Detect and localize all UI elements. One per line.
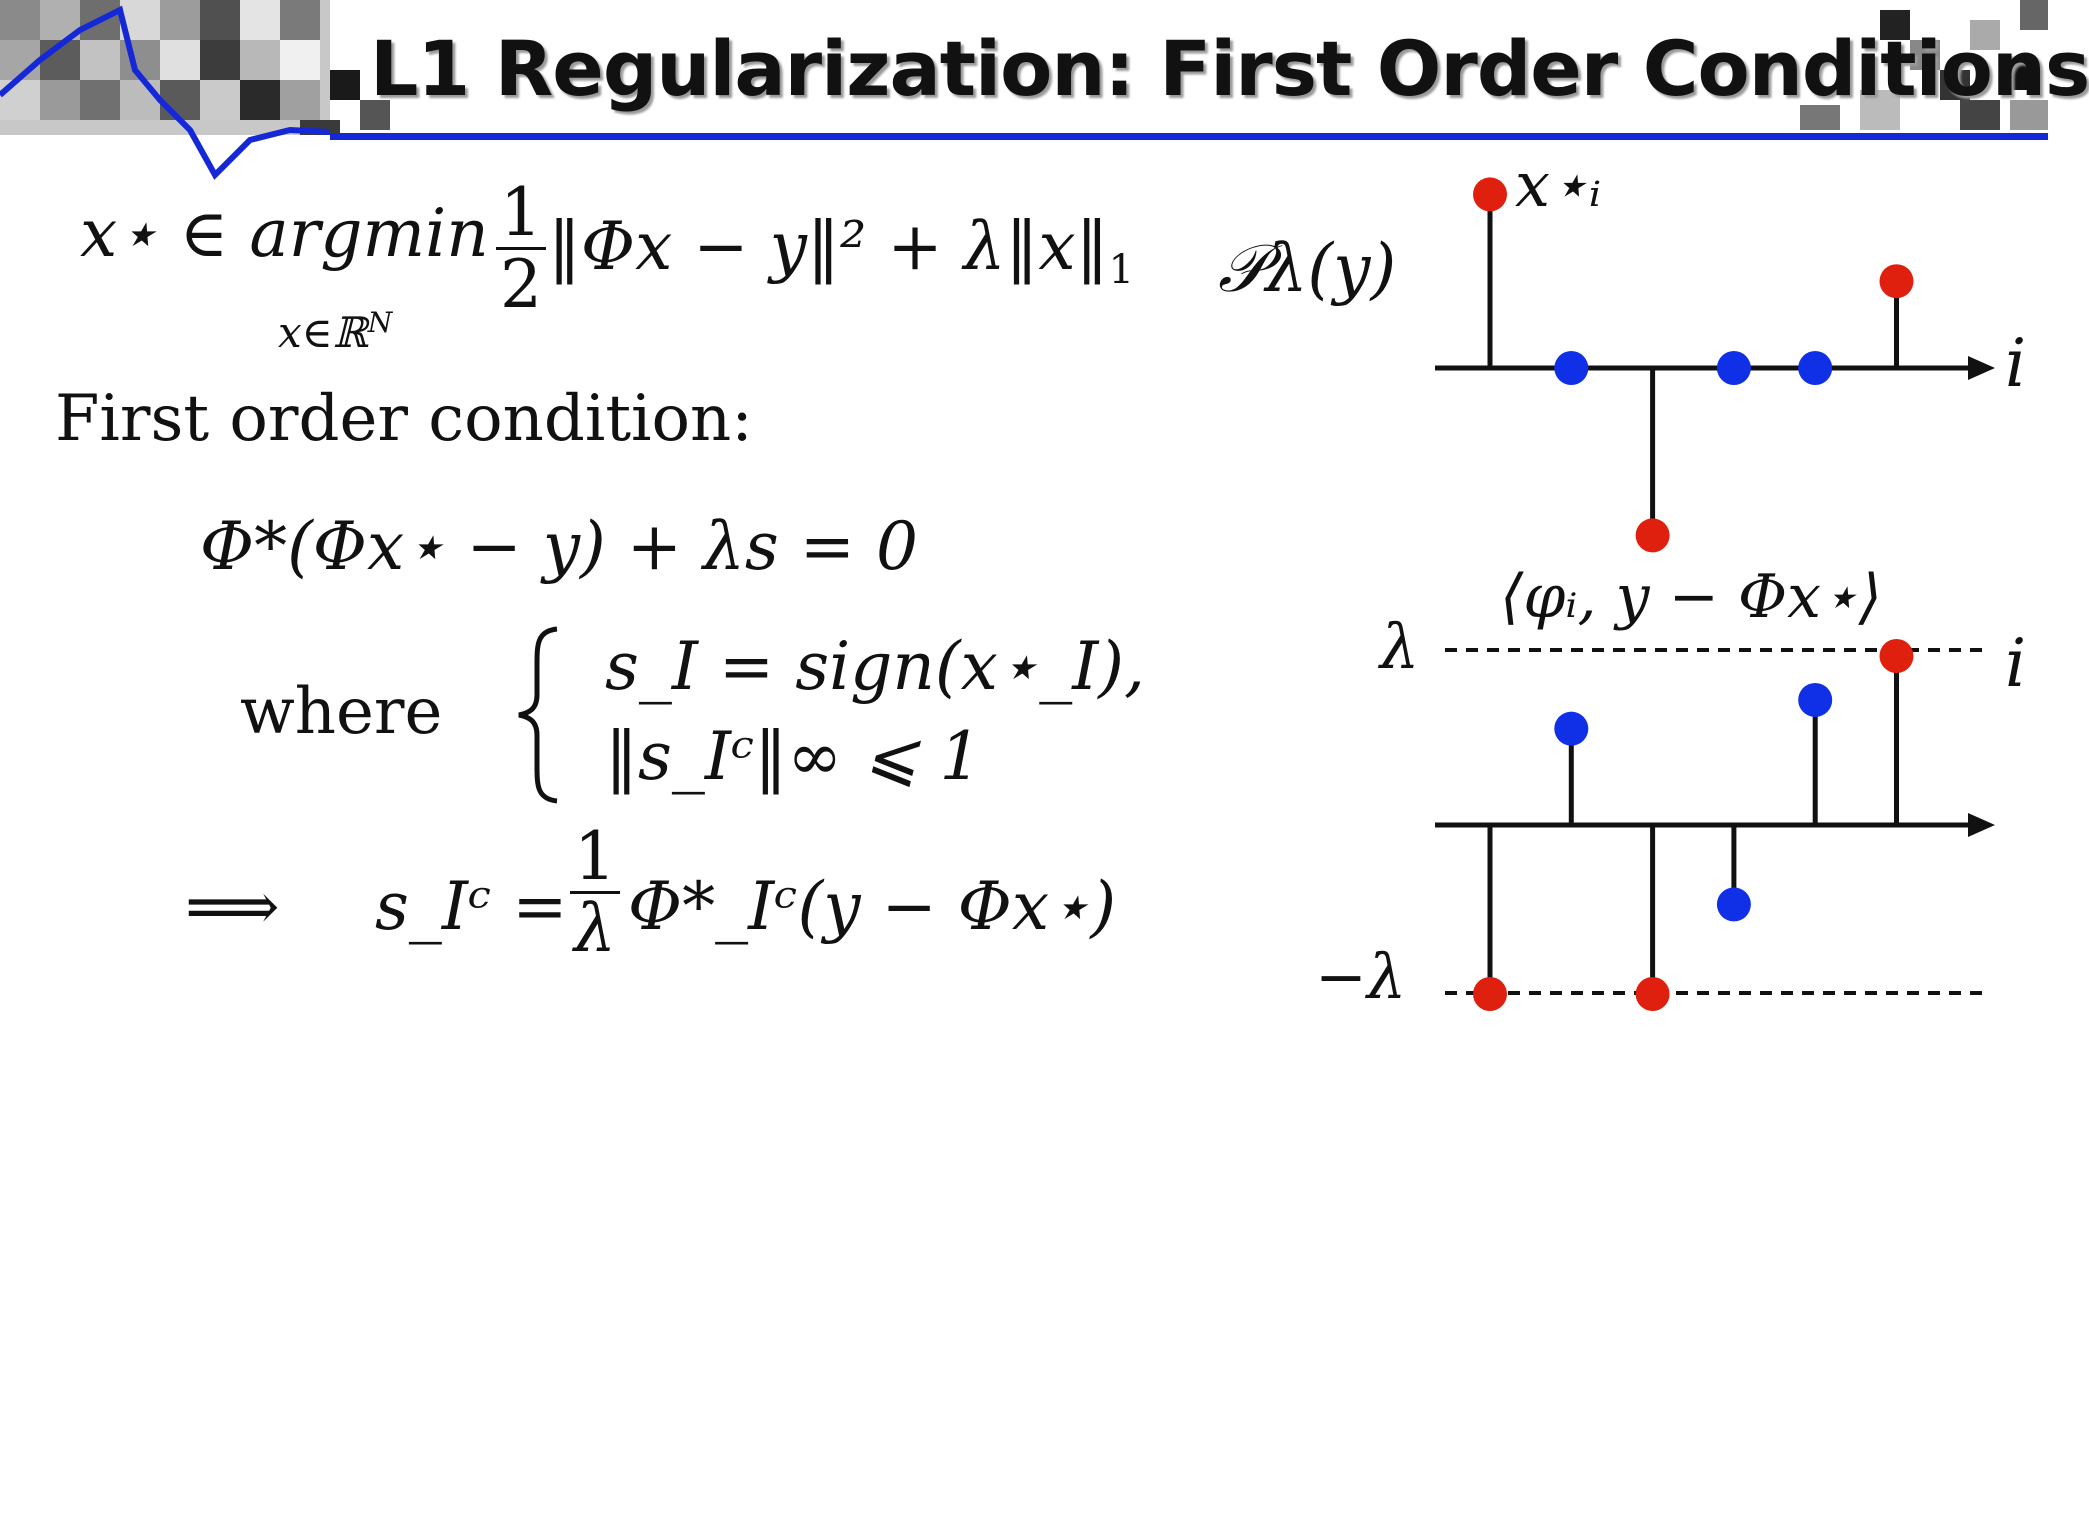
top-point-2 (1554, 351, 1589, 385)
neg-lambda-label: −λ (1315, 940, 1407, 1013)
fraction-numerator: 1 (496, 178, 546, 251)
bottom-point-2 (1554, 711, 1589, 746)
objective-equation: x⋆ ∈ argmin (80, 195, 489, 272)
contour-line (0, 5, 331, 180)
result-fraction-denominator: λ (574, 890, 616, 968)
bottom-point-4 (1716, 887, 1751, 922)
objective-fraction: 1 2 (496, 178, 546, 320)
objective-lhs: x⋆ ∈ argmin (80, 195, 489, 272)
fraction-denominator: 2 (500, 246, 542, 324)
first-order-label: First order condition: (55, 382, 753, 456)
slide-title: L1 Regularization: First Order Condition… (370, 24, 2089, 113)
bottom-axis (1435, 813, 1995, 837)
bottom-point-3 (1635, 977, 1670, 1011)
result-fraction-numerator: 1 (570, 822, 620, 895)
header-decoration (0, 0, 2048, 180)
correlation-label: ⟨φᵢ, y − Φx⋆⟩ (1500, 562, 1882, 632)
top-point-5 (1798, 351, 1833, 385)
top-point-label: x⋆ᵢ (1515, 148, 1602, 221)
argmin-subscript: x∈ℝN (278, 306, 393, 357)
case-brace (518, 626, 558, 804)
axis-label-bottom: i (2005, 625, 2027, 702)
result-fraction: 1 λ (570, 822, 620, 964)
lambda-label: λ (1380, 610, 1420, 683)
top-point-4 (1716, 351, 1751, 385)
result-rhs: Φ*_Iᶜ(y − Φx⋆) (628, 868, 1117, 945)
operator-label: 𝒫λ(y) (1218, 230, 1397, 307)
objective-rhs: ‖Φx − y‖² + λ‖x‖1 (548, 208, 1135, 294)
top-axis (1435, 356, 1995, 380)
condition-equation: Φ*(Φx⋆ − y) + λs = 0 (200, 508, 919, 585)
header-rule (330, 133, 2048, 140)
case-sign: s_I = sign(x⋆_I), (605, 628, 1146, 705)
top-stems (1473, 177, 1914, 553)
axis-label-top: i (2005, 325, 2027, 402)
top-point-6 (1879, 264, 1914, 299)
case-norm: ‖s_Iᶜ‖∞ ⩽ 1 (605, 718, 982, 795)
bottom-point-1 (1473, 977, 1507, 1011)
result-lhs: s_Iᶜ = (375, 868, 568, 945)
bottom-point-6 (1879, 639, 1914, 673)
where-label: where (240, 675, 443, 749)
implies-arrow: ⟹ (185, 868, 280, 945)
top-point-1 (1473, 177, 1507, 212)
bottom-point-5 (1798, 682, 1833, 717)
bottom-stems (1473, 639, 1914, 1011)
top-point-3 (1635, 518, 1670, 553)
